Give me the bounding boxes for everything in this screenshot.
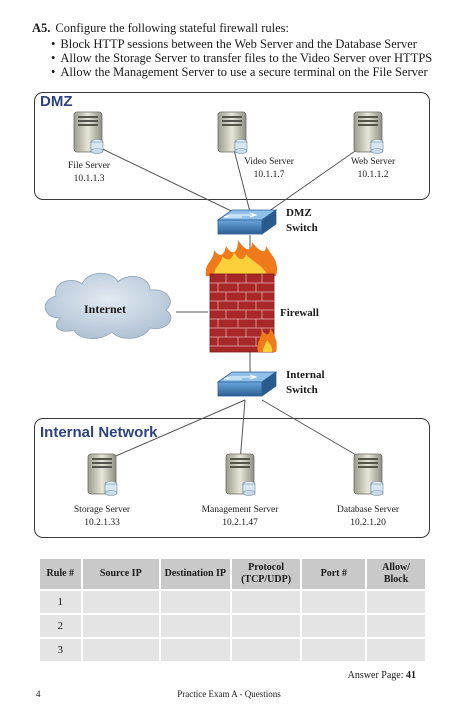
dmz-switch-label: DMZ Switch	[286, 206, 318, 236]
source-ip-cell[interactable]	[82, 639, 160, 661]
server-ip: 10.1.1.2	[357, 170, 389, 180]
rule-number-cell: 1	[40, 591, 81, 613]
video-server-icon	[217, 111, 248, 154]
rule-item: Allow the Storage Server to transfer fil…	[51, 51, 452, 65]
source-ip-cell[interactable]	[82, 591, 160, 613]
server-ip: 10.1.1.7	[253, 170, 285, 180]
connection-lines	[87, 141, 369, 463]
server-name: Management Server	[201, 505, 279, 515]
firewall-rules-table: Rule # Source IP Destination IP Protocol…	[38, 557, 427, 663]
storage-server-label: Storage Server 10.2.1.33	[64, 504, 140, 530]
header-destination-ip: Destination IP	[161, 559, 230, 589]
internet-label: Internet	[84, 302, 126, 316]
internet-cloud-icon	[44, 272, 172, 339]
header-rule-number: Rule #	[40, 559, 81, 589]
answer-page-number: 41	[406, 670, 416, 681]
question-block: A5. Configure the following stateful fire…	[32, 20, 452, 79]
answer-label: Answer Page:	[347, 670, 404, 681]
storage-server-icon	[87, 453, 118, 496]
dmz-switch-icon	[217, 209, 277, 235]
rule-number-cell: 3	[40, 639, 81, 661]
firewall-icon	[205, 240, 278, 353]
internal-network-label: Internal Network	[40, 424, 158, 441]
video-server-label: Video Server 10.1.1.7	[234, 156, 304, 182]
server-ip: 10.2.1.33	[84, 518, 120, 528]
web-server-label: Web Server 10.1.1.2	[340, 156, 406, 182]
footer-title: Practice Exam A - Questions	[177, 689, 281, 699]
internal-switch-line1: Internal	[286, 369, 325, 381]
question-intro: Configure the following stateful firewal…	[55, 21, 290, 35]
header-protocol: Protocol (TCP/UDP)	[231, 559, 301, 589]
header-source-ip: Source IP	[82, 559, 160, 589]
source-ip-cell[interactable]	[82, 615, 160, 637]
database-server-icon	[353, 453, 384, 496]
question-number: A5.	[32, 21, 51, 35]
server-ip: 10.2.1.47	[222, 518, 258, 528]
dmz-switch-line1: DMZ	[286, 207, 312, 219]
rule-item: Allow the Management Server to use a sec…	[51, 65, 452, 79]
protocol-cell[interactable]	[231, 591, 301, 613]
server-name: Video Server	[244, 157, 294, 167]
server-ip: 10.1.1.3	[73, 174, 105, 184]
table-row: 2	[40, 615, 425, 637]
dmz-switch-line2: Switch	[286, 222, 318, 234]
database-server-label: Database Server 10.2.1.20	[328, 504, 408, 530]
rule-item: Block HTTP sessions between the Web Serv…	[51, 37, 452, 51]
dmz-label: DMZ	[40, 93, 73, 110]
server-name: Web Server	[350, 157, 396, 167]
destination-ip-cell[interactable]	[161, 639, 230, 661]
footer-page-number: 4	[36, 689, 41, 699]
port-cell[interactable]	[302, 615, 366, 637]
web-server-icon	[353, 111, 384, 154]
rule-number-cell: 2	[40, 615, 81, 637]
file-server-label: File Server 10.1.1.3	[58, 160, 120, 186]
firewall-label: Firewall	[280, 307, 319, 319]
server-name: Database Server	[337, 505, 399, 515]
header-port: Port #	[302, 559, 366, 589]
management-server-label: Management Server 10.2.1.47	[188, 504, 292, 530]
table-header-row: Rule # Source IP Destination IP Protocol…	[40, 559, 425, 589]
table-row: 3	[40, 639, 425, 661]
allow-block-cell[interactable]	[367, 591, 425, 613]
table-row: 1	[40, 591, 425, 613]
rule-list: Block HTTP sessions between the Web Serv…	[32, 37, 452, 79]
header-allow-block: Allow/ Block	[367, 559, 425, 589]
protocol-cell[interactable]	[231, 639, 301, 661]
file-server-icon	[73, 111, 104, 154]
server-ip: 10.2.1.20	[350, 518, 386, 528]
port-cell[interactable]	[302, 639, 366, 661]
server-name: File Server	[68, 161, 110, 171]
answer-page-ref: Answer Page: 41	[348, 670, 416, 681]
server-name: Storage Server	[73, 505, 131, 515]
internal-switch-icon	[217, 371, 277, 397]
question-title: A5. Configure the following stateful fire…	[32, 20, 452, 37]
destination-ip-cell[interactable]	[161, 591, 230, 613]
port-cell[interactable]	[302, 591, 366, 613]
allow-block-cell[interactable]	[367, 639, 425, 661]
management-server-icon	[225, 453, 256, 496]
protocol-cell[interactable]	[231, 615, 301, 637]
internal-switch-label: Internal Switch	[286, 368, 325, 398]
destination-ip-cell[interactable]	[161, 615, 230, 637]
internal-switch-line2: Switch	[286, 384, 318, 396]
allow-block-cell[interactable]	[367, 615, 425, 637]
